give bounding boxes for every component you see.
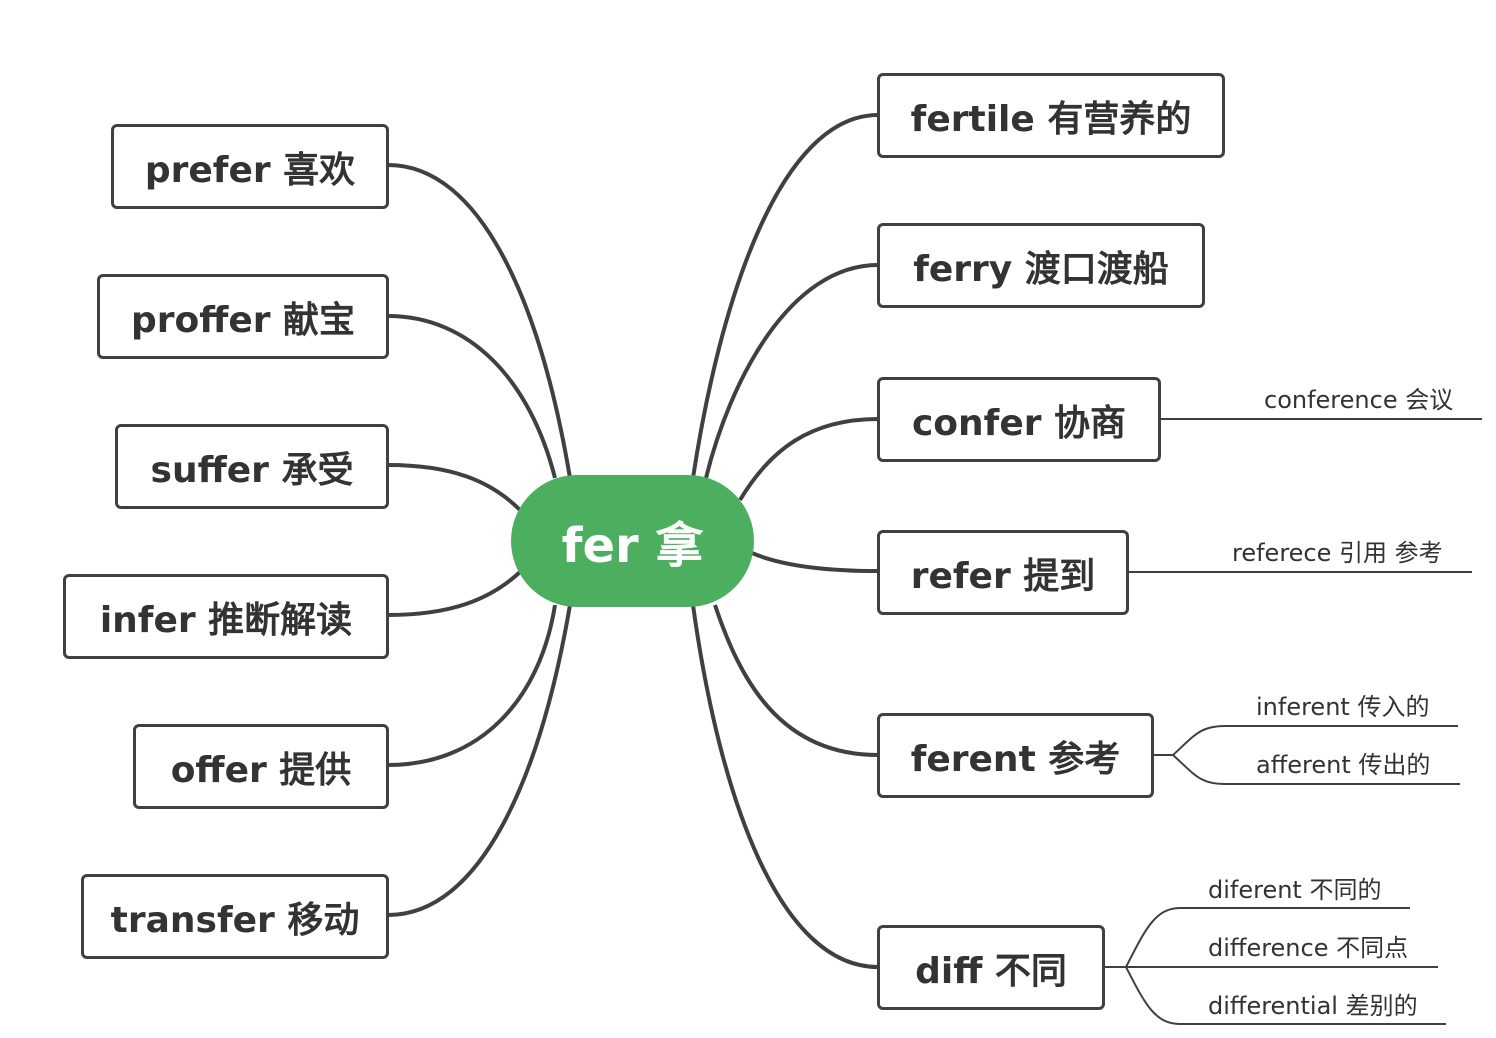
link-ferent bbox=[713, 604, 879, 757]
link-diff bbox=[691, 604, 879, 969]
link-infer bbox=[387, 570, 522, 617]
link-transfer bbox=[387, 604, 572, 917]
link-confer bbox=[738, 417, 879, 502]
link-diferent bbox=[1104, 907, 1410, 968]
topic-fertile[interactable]: fertile 有营养的 bbox=[877, 73, 1225, 158]
subtopic-difference[interactable]: difference 不同点 bbox=[1208, 934, 1409, 962]
link-refer bbox=[751, 551, 879, 573]
topic-suffer[interactable]: suffer 承受 bbox=[115, 424, 389, 509]
link-prefer bbox=[387, 163, 572, 479]
topic-transfer[interactable]: transfer 移动 bbox=[81, 874, 389, 959]
subtopic-differential[interactable]: differential 差别的 bbox=[1208, 992, 1418, 1020]
topic-diff[interactable]: diff 不同 bbox=[877, 925, 1105, 1010]
root-topic[interactable]: fer 拿 bbox=[511, 475, 754, 607]
topic-prefer[interactable]: prefer 喜欢 bbox=[111, 124, 389, 209]
topic-confer[interactable]: confer 协商 bbox=[877, 377, 1161, 462]
topic-refer[interactable]: refer 提到 bbox=[877, 530, 1129, 615]
link-suffer bbox=[387, 463, 522, 512]
subtopic-inferent[interactable]: inferent 传入的 bbox=[1256, 693, 1430, 721]
link-inferent bbox=[1153, 725, 1458, 756]
link-proffer bbox=[387, 314, 557, 479]
topic-proffer[interactable]: proffer 献宝 bbox=[97, 274, 389, 359]
subtopic-referece[interactable]: referece 引用 参考 bbox=[1232, 539, 1443, 567]
topic-ferent[interactable]: ferent 参考 bbox=[877, 713, 1154, 798]
topic-offer[interactable]: offer 提供 bbox=[133, 724, 389, 809]
subtopic-diferent[interactable]: diferent 不同的 bbox=[1208, 876, 1382, 904]
link-afferent bbox=[1172, 754, 1460, 785]
link-fertile bbox=[691, 113, 879, 479]
topic-ferry[interactable]: ferry 渡口渡船 bbox=[877, 223, 1205, 308]
link-offer bbox=[387, 604, 557, 767]
subtopic-afferent[interactable]: afferent 传出的 bbox=[1256, 751, 1431, 779]
subtopic-conference[interactable]: conference 会议 bbox=[1264, 386, 1454, 414]
topic-infer[interactable]: infer 推断解读 bbox=[63, 574, 389, 659]
link-differential bbox=[1125, 966, 1446, 1025]
link-ferry bbox=[704, 263, 879, 479]
